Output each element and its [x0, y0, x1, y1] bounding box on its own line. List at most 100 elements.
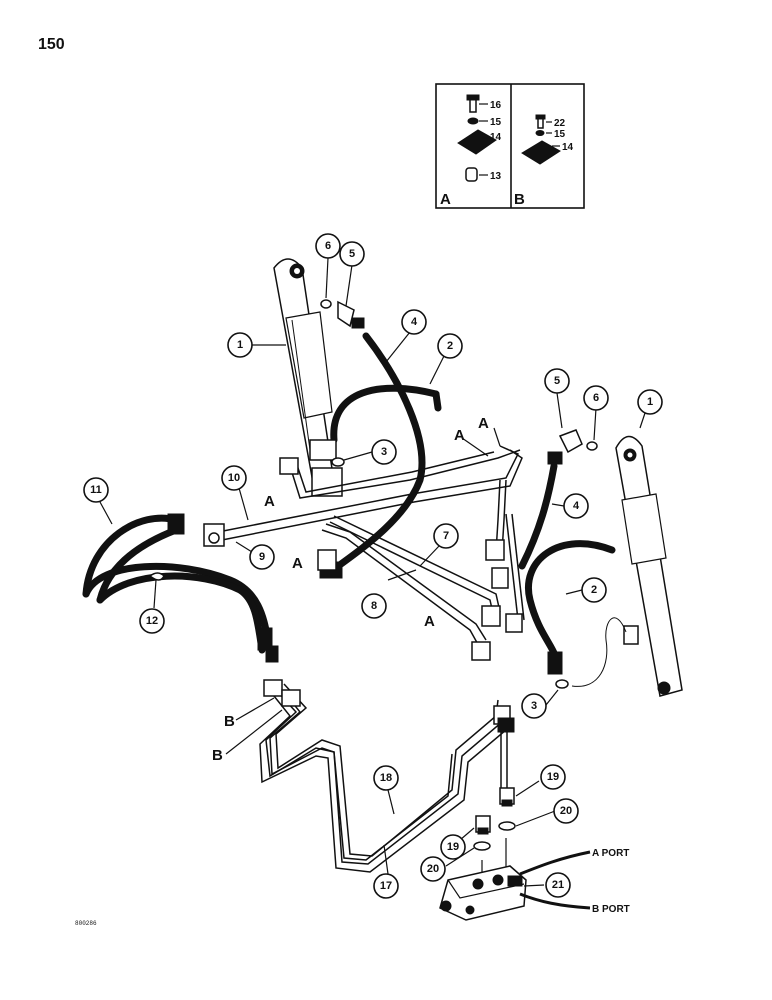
page-number: 150 — [38, 36, 65, 53]
right-hose-4 — [518, 462, 558, 570]
inset-a-clamp-icon — [457, 129, 497, 155]
callout-left-o-ring: 6 — [315, 233, 341, 259]
svg-text:5: 5 — [349, 248, 355, 260]
tag-b-lower: B — [212, 747, 223, 764]
callout-right-o-ring-3: 3 — [521, 693, 547, 719]
fitting-19-top — [499, 787, 515, 807]
right-cylinder — [615, 435, 683, 697]
callout-tube-10: 10 — [221, 465, 247, 491]
tube-assembly-a — [203, 445, 525, 661]
callout-tube-7: 7 — [433, 523, 459, 549]
callout-right-o-ring: 6 — [583, 385, 609, 411]
leader-lines — [99, 257, 647, 887]
right-hose-2 — [525, 540, 616, 672]
callout-right-cylinder: 1 — [637, 389, 663, 415]
callout-o-ring-20-top: 20 — [553, 798, 579, 824]
svg-text:2: 2 — [447, 340, 453, 352]
inset-a-bolt-icon — [466, 94, 480, 113]
callout-hoses-11: 11 — [83, 477, 109, 503]
tag-a-top-1: A — [454, 427, 465, 444]
tag-a-tube-10: A — [264, 493, 275, 510]
svg-text:20: 20 — [560, 805, 572, 817]
inset-b-bolt-icon — [535, 114, 546, 129]
inset-b-clamp-icon — [521, 140, 561, 165]
o-ring-20-top — [498, 821, 516, 831]
callout-left-o-ring-3: 3 — [371, 439, 397, 465]
svg-text:17: 17 — [380, 880, 392, 892]
callout-fitting-19-bottom: 19 — [440, 834, 466, 860]
svg-text:7: 7 — [443, 530, 449, 542]
clamp-12 — [149, 572, 165, 581]
callout-left-hose-4: 4 — [401, 309, 427, 335]
callout-tube-9: 9 — [249, 544, 275, 570]
left-port-fitting — [309, 439, 337, 461]
left-elbow-fitting — [337, 300, 365, 329]
svg-text:9: 9 — [259, 551, 265, 563]
tag-b-upper: B — [224, 713, 235, 730]
svg-text:3: 3 — [381, 446, 387, 458]
svg-text:19: 19 — [447, 841, 459, 853]
svg-text:20: 20 — [427, 863, 439, 875]
svg-text:8: 8 — [371, 600, 377, 612]
tag-a-lower-left: A — [292, 555, 303, 572]
svg-text:11: 11 — [90, 484, 102, 496]
inset-a-label: A — [440, 191, 451, 208]
right-hose-end-fitting — [547, 651, 563, 675]
callout-valve-21: 21 — [545, 872, 571, 898]
callout-clamp-12: 12 — [139, 608, 165, 634]
tag-a-lower-mid: A — [424, 613, 435, 630]
left-o-ring — [320, 299, 332, 309]
tag-a-top-2: A — [478, 415, 489, 432]
inset-b-label: B — [514, 191, 525, 208]
inset-a-part-15: 15 — [490, 117, 502, 128]
inset-a-part-16: 16 — [490, 100, 502, 111]
svg-text:5: 5 — [554, 375, 560, 387]
callout-left-cylinder: 1 — [227, 332, 253, 358]
callout-left-elbow: 5 — [339, 241, 365, 267]
svg-text:21: 21 — [552, 879, 564, 891]
inset-a-nut-icon — [465, 167, 478, 182]
callout-tube-8: 8 — [361, 593, 387, 619]
svg-text:10: 10 — [228, 472, 240, 484]
right-o-ring-3 — [555, 679, 569, 689]
callout-right-elbow: 5 — [544, 368, 570, 394]
callout-right-hose-2: 2 — [581, 577, 607, 603]
hardware-inset: 16 15 14 13 A 22 15 14 B — [435, 83, 585, 209]
svg-text:6: 6 — [325, 240, 331, 252]
callout-tube-17: 17 — [373, 873, 399, 899]
svg-text:6: 6 — [593, 392, 599, 404]
inset-b-washer-icon — [535, 130, 545, 136]
svg-text:18: 18 — [380, 772, 392, 784]
svg-text:4: 4 — [573, 500, 580, 512]
left-hose-2 — [330, 384, 440, 444]
callout-o-ring-20-bottom: 20 — [420, 856, 446, 882]
svg-text:3: 3 — [531, 700, 537, 712]
left-o-ring-3 — [331, 457, 345, 467]
svg-text:2: 2 — [591, 584, 597, 596]
hoses-11 — [82, 513, 279, 663]
tube-assembly-b — [259, 679, 515, 873]
inset-a-part-14: 14 — [490, 132, 502, 143]
svg-text:1: 1 — [647, 396, 653, 408]
figure-code: 800286 — [75, 920, 97, 927]
callout-left-hose-2: 2 — [437, 333, 463, 359]
callout-right-hose-4: 4 — [563, 493, 589, 519]
label-a-port: A PORT — [592, 848, 629, 859]
callout-tube-18: 18 — [373, 765, 399, 791]
label-b-port: B PORT — [592, 904, 630, 915]
right-o-ring — [586, 441, 598, 451]
svg-text:1: 1 — [237, 339, 243, 351]
callout-fitting-19-top: 19 — [540, 764, 566, 790]
inset-b-part-15: 15 — [554, 129, 566, 140]
inset-a-washer-icon — [467, 117, 479, 125]
right-elbow-fitting — [547, 429, 583, 465]
svg-text:4: 4 — [411, 316, 418, 328]
left-hose-4 — [326, 332, 426, 576]
fitting-19-bottom — [475, 815, 491, 835]
inset-a-part-13: 13 — [490, 171, 502, 182]
svg-text:12: 12 — [146, 615, 158, 627]
inset-b-part-14: 14 — [562, 142, 574, 153]
svg-text:19: 19 — [547, 771, 559, 783]
inset-b-part-22: 22 — [554, 118, 566, 129]
control-valve-21 — [439, 850, 591, 921]
